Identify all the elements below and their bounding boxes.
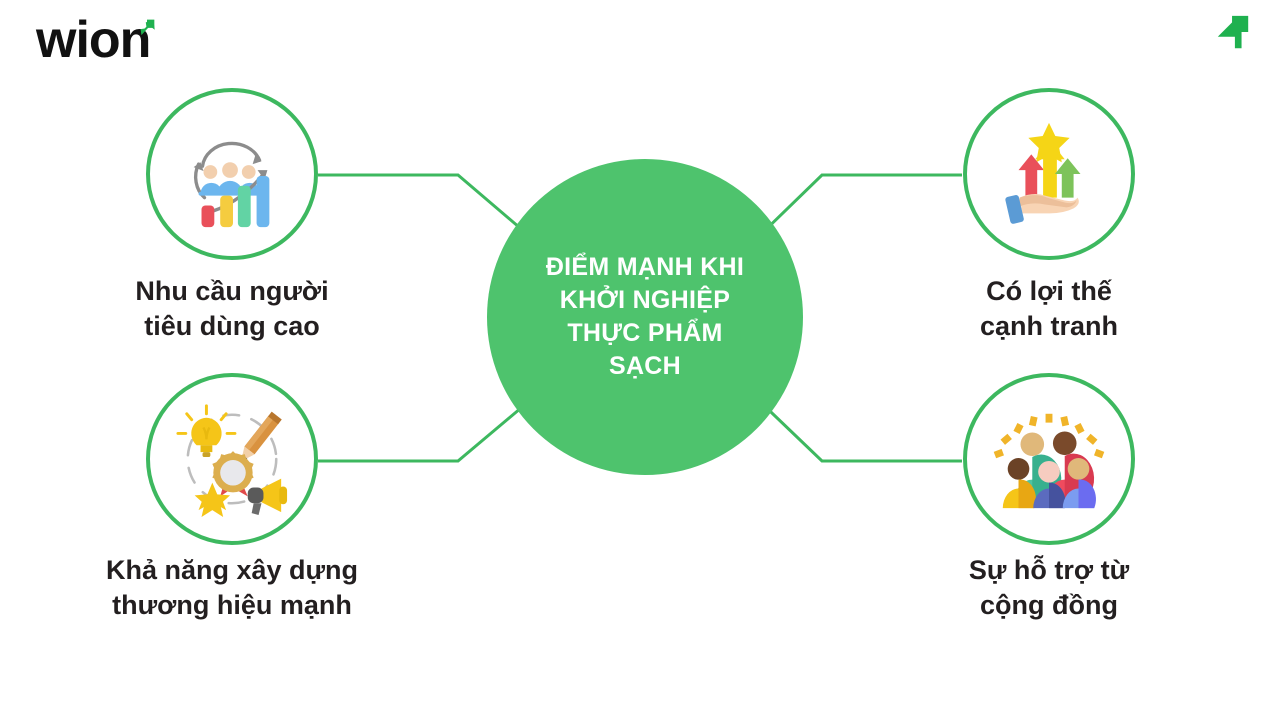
consumer-demand-growth-icon [193, 141, 270, 228]
node-bottom-left[interactable]: Khả năng xây dựng thương hiệu mạnh [106, 373, 358, 620]
node-bottom-right-circle [963, 373, 1135, 545]
node-top-right-label: Có lợi thế cạnh tranh [979, 276, 1119, 341]
connector-bottom-left [318, 390, 541, 463]
brand-logo-text: wion [36, 11, 151, 69]
competitive-advantage-icon [1005, 122, 1081, 224]
brand-logo: wion [36, 10, 216, 70]
connector-bottom-right [748, 390, 962, 463]
node-top-right[interactable]: Có lợi thế cạnh tranh [963, 88, 1135, 341]
community-support-icon [993, 413, 1105, 509]
green-arrow-up-right-icon [140, 19, 155, 36]
node-top-left[interactable]: Nhu cầu người tiêu dùng cao [135, 88, 329, 341]
corner-green-arrow-icon [1217, 15, 1249, 49]
node-top-left-circle [146, 88, 318, 260]
node-top-right-circle [963, 88, 1135, 260]
node-bottom-left-circle [146, 373, 318, 545]
center-node: ĐIỂM MẠNH KHI KHỞI NGHIỆP THỰC PHẨM SẠCH [487, 159, 803, 475]
center-node-title: ĐIỂM MẠNH KHI KHỞI NGHIỆP THỰC PHẨM SẠCH [545, 253, 745, 380]
node-bottom-right-label: Sự hỗ trợ từ cộng đồng [968, 555, 1130, 620]
node-bottom-right[interactable]: Sự hỗ trợ từ cộng đồng [963, 373, 1135, 620]
node-bottom-left-label: Khả năng xây dựng thương hiệu mạnh [105, 555, 359, 620]
connector-top-right [748, 173, 962, 247]
brand-building-icon [176, 404, 288, 518]
connector-top-left [318, 173, 541, 247]
node-top-left-label: Nhu cầu người tiêu dùng cao [135, 276, 329, 341]
